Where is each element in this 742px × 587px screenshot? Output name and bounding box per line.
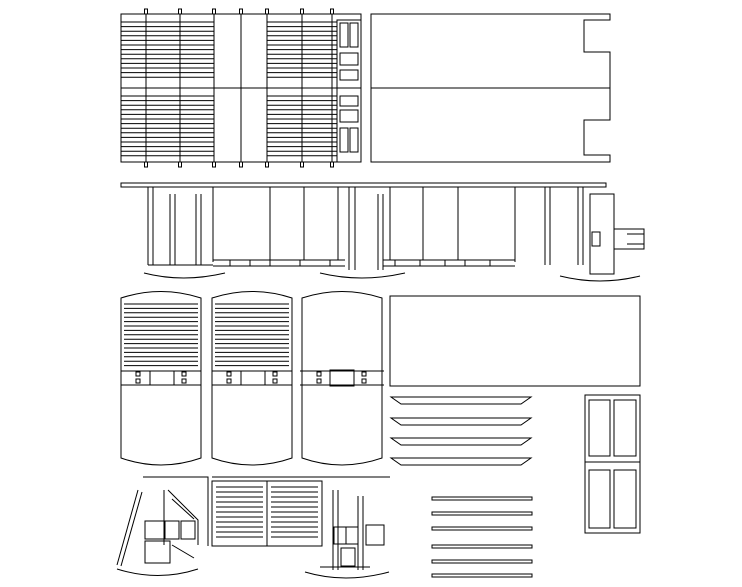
- pair-slats: [216, 487, 318, 537]
- loose-slat: [432, 574, 532, 577]
- bracket-rails: [391, 397, 531, 465]
- roof-sheet-plan: [121, 9, 361, 167]
- roof-post-top: [331, 9, 334, 14]
- loose-slat: [432, 560, 532, 563]
- bracket-rail: [391, 397, 531, 404]
- roof-panel: [371, 14, 610, 162]
- corner-frame-right: [305, 490, 389, 578]
- bracket-rail: [391, 458, 531, 465]
- floor-panel: [390, 296, 640, 386]
- roof-posts: [145, 9, 334, 167]
- roof-post-bottom: [145, 162, 148, 167]
- roof-post-top: [145, 9, 148, 14]
- roof-post-top: [213, 9, 216, 14]
- roof-post-top: [240, 9, 243, 14]
- roof-post-bottom: [331, 162, 334, 167]
- loose-slat: [432, 527, 532, 530]
- door-panel: [585, 395, 640, 533]
- bracket-rail: [391, 418, 531, 425]
- loose-slat: [432, 497, 532, 500]
- end-panel-slatted-2: [212, 292, 292, 466]
- end-panel-slatted-1: [121, 292, 201, 466]
- loose-slat: [432, 512, 532, 515]
- end-panel-slats: [124, 304, 289, 366]
- side-elevation-strip: [121, 183, 644, 281]
- roof-slats: [121, 22, 337, 156]
- slat-panel-pair: [212, 477, 390, 546]
- roof-post-bottom: [213, 162, 216, 167]
- loose-slat: [432, 545, 532, 548]
- roof-post-bottom: [179, 162, 182, 167]
- bracket-rail: [391, 438, 531, 445]
- roof-post-top: [301, 9, 304, 14]
- corner-frame-left: [117, 477, 208, 576]
- roof-post-top: [266, 9, 269, 14]
- strip-ticks: [230, 260, 490, 266]
- roof-post-top: [179, 9, 182, 14]
- roof-post-bottom: [240, 162, 243, 167]
- roof-post-bottom: [266, 162, 269, 167]
- roof-post-bottom: [301, 162, 304, 167]
- end-panel-plain: [300, 292, 384, 466]
- loose-slats: [432, 497, 532, 577]
